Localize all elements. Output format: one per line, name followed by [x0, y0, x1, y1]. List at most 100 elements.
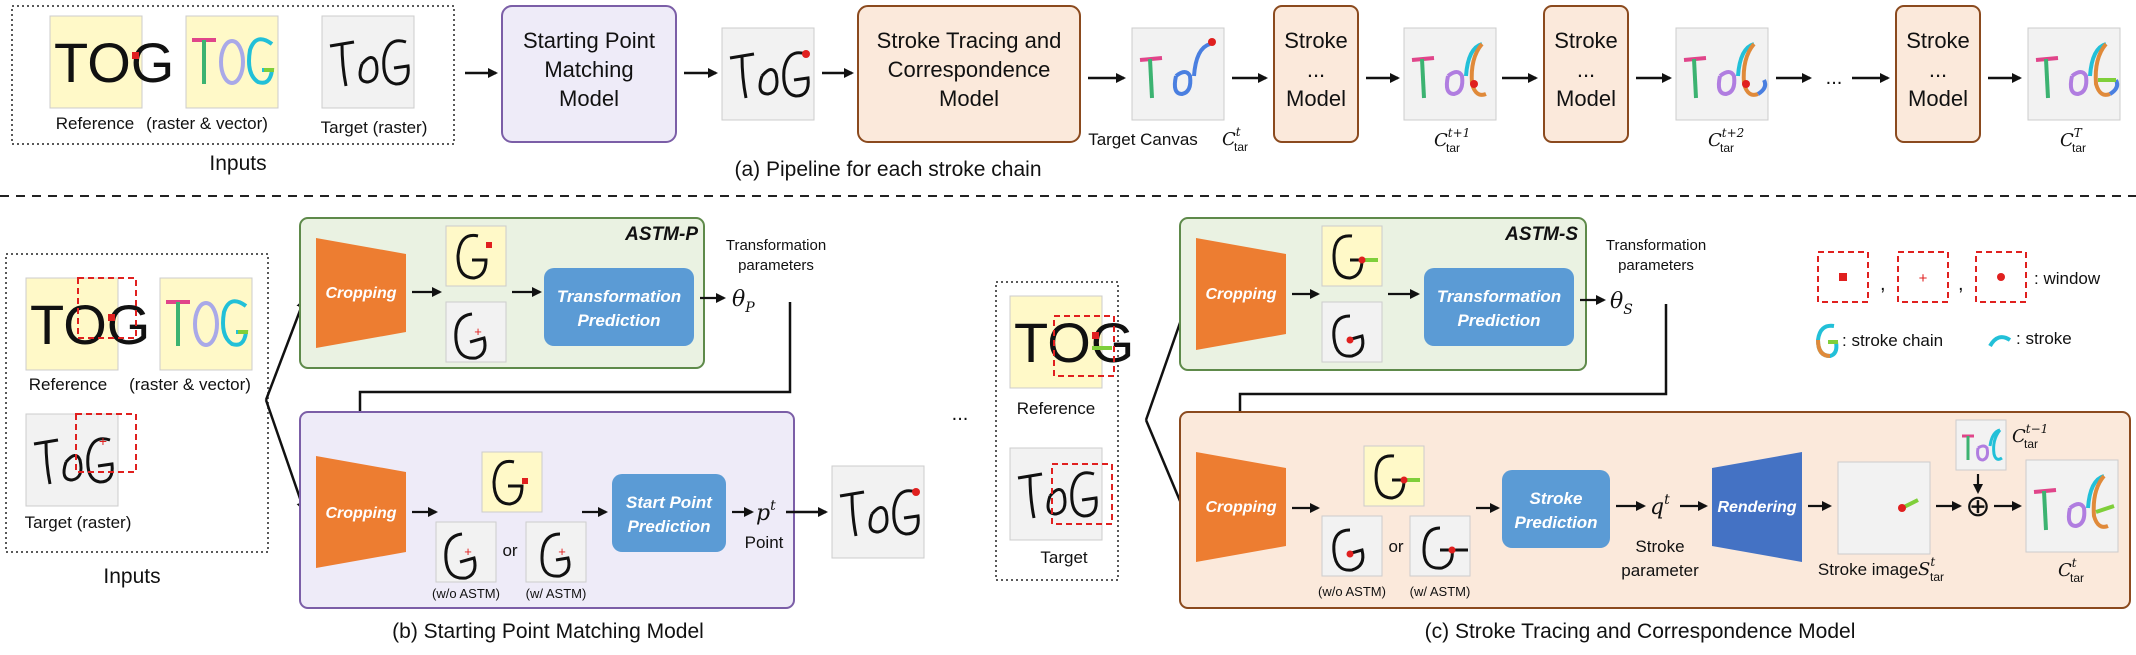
spm-inputs-label: Inputs	[103, 565, 160, 588]
stroke-image-thumb	[1837, 461, 1931, 555]
prev-canvas-sub: tar	[2024, 437, 2038, 451]
start-point-pred: Start Point Prediction	[612, 474, 726, 552]
astm-p-transform-pred: Transformation Prediction	[544, 268, 694, 346]
spm-cropping: Cropping	[316, 456, 406, 568]
spm-output-thumb	[831, 465, 925, 559]
canvas-t2-sub: tar	[1720, 141, 1734, 155]
astm-s-transform-pred: Transformation Prediction	[1424, 268, 1574, 346]
stc-caption: (c) Stroke Tracing and Correspondence Mo…	[1425, 620, 1856, 643]
inputs-box	[11, 5, 455, 145]
svg-text:Model: Model	[939, 86, 999, 111]
plus-icon: +	[1919, 270, 1928, 287]
svg-text:Transformation: Transformation	[1437, 287, 1561, 306]
legend-stroke-label: : stroke	[2016, 329, 2072, 348]
stc-tgt-crop-w	[1409, 515, 1471, 577]
canvas-t2-thumb	[1675, 27, 1769, 121]
spm-point-label: Point	[745, 533, 784, 552]
astm-s-title: ASTM-S	[1504, 224, 1578, 245]
svg-text:,: ,	[1880, 273, 1886, 295]
ref-label: Reference	[56, 114, 134, 133]
stc-theta: θS	[1610, 289, 1633, 318]
spm-target-label: Target (raster)	[25, 513, 132, 532]
astm-p-ref-crop	[445, 225, 507, 287]
astm-s-tgt-crop	[1321, 301, 1383, 363]
svg-text:Cropping: Cropping	[325, 285, 396, 302]
svg-text:Cropping: Cropping	[1205, 286, 1276, 303]
spm-lower-box	[299, 411, 795, 609]
svg-text:Cropping: Cropping	[325, 505, 396, 522]
middle-target-label: Target	[1040, 548, 1088, 567]
middle-section: ... Reference Target	[952, 281, 1191, 581]
legend-window-plus	[1897, 251, 1949, 303]
middle-ref	[1009, 295, 1135, 389]
stc-cropping: Cropping	[1196, 452, 1286, 562]
svg-text:Prediction: Prediction	[1514, 513, 1597, 532]
stc-tp-label-1: Transformation	[1606, 237, 1706, 254]
stroke-icon	[1988, 335, 2012, 348]
spm-tgt-crop-w: +	[525, 521, 587, 583]
svg-text:Stroke: Stroke	[1284, 28, 1348, 53]
svg-text:+: +	[474, 324, 482, 339]
svg-text:+: +	[464, 544, 472, 559]
astm-s-ref-crop	[1321, 225, 1383, 287]
svg-text:...: ...	[1307, 57, 1325, 82]
middle-inputs-box	[995, 281, 1119, 581]
canvas-t-sub: tar	[1234, 140, 1248, 154]
svg-text:Rendering: Rendering	[1717, 499, 1796, 516]
svg-text:Model: Model	[1286, 86, 1346, 111]
stc-w-astm: (w/ ASTM)	[1410, 584, 1471, 599]
spm-theta: θP	[732, 287, 755, 316]
square-dot-icon	[1839, 273, 1847, 281]
svg-text:Prediction: Prediction	[627, 517, 710, 536]
pipeline-caption: (a) Pipeline for each stroke chain	[735, 158, 1042, 181]
svg-text:Prediction: Prediction	[577, 311, 660, 330]
stroke-model-box-2: Stroke ... Model	[1543, 5, 1629, 143]
spm-box: Starting Point Matching Model	[501, 5, 677, 143]
spm-ref-vector	[159, 277, 253, 371]
svg-text:Cropping: Cropping	[1205, 499, 1276, 516]
middle-target	[1009, 447, 1113, 541]
out-canvas-sym: Ct	[2058, 556, 2077, 581]
svg-text:Matching: Matching	[544, 57, 633, 82]
svg-text:Model: Model	[1908, 86, 1968, 111]
out-canvas-sub: tar	[2070, 571, 2084, 585]
spm-section: Reference (raster & vector) + Target (ra…	[5, 217, 925, 643]
target-raster-thumb	[321, 15, 415, 109]
stroke-image-sub: tar	[1930, 570, 1944, 584]
svg-text:Start Point: Start Point	[626, 493, 713, 512]
canvas-t2-sym: Ct+2	[1708, 126, 1744, 151]
spm-ref-label: Reference	[29, 375, 107, 394]
svg-text:Stroke: Stroke	[1530, 489, 1583, 508]
stc-q-sym: qt	[1650, 492, 1670, 520]
circle-dot-icon	[1997, 273, 2005, 281]
target-dot-thumb	[721, 27, 815, 121]
svg-text:Stroke Tracing and: Stroke Tracing and	[877, 28, 1062, 53]
svg-text:Stroke: Stroke	[1554, 28, 1618, 53]
svg-text:Prediction: Prediction	[1457, 311, 1540, 330]
astm-p-cropping: Cropping	[316, 238, 406, 348]
spm-tgt-crop-wo: +	[435, 521, 497, 583]
svg-text:...: ...	[1577, 57, 1595, 82]
canvas-T-sub: tar	[2072, 141, 2086, 155]
stc-wo-astm: (w/o ASTM)	[1318, 584, 1386, 599]
svg-text:Model: Model	[1556, 86, 1616, 111]
prev-canvas-thumb	[1955, 419, 2007, 471]
arrow-b-up	[264, 298, 306, 401]
inputs-label: Inputs	[209, 152, 266, 175]
stc-tp-label-2: parameters	[1618, 257, 1694, 274]
spm-tp-label-1: Transformation	[726, 237, 826, 254]
stroke-model-box-1: Stroke ... Model	[1273, 5, 1359, 143]
legend-window-square	[1817, 251, 1869, 303]
rendering-block: Rendering	[1712, 452, 1802, 562]
spm-ref-crop	[481, 451, 543, 513]
svg-text:Stroke: Stroke	[1906, 28, 1970, 53]
target-canvas-label: Target Canvas	[1088, 130, 1198, 149]
legend-stroke-chain-label: : stroke chain	[1842, 331, 1943, 350]
pipeline-section: Reference (raster & vector) Target (rast…	[11, 5, 2121, 181]
stroke-model-box-3: Stroke ... Model	[1895, 5, 1981, 143]
stc-ref-crop	[1363, 445, 1425, 507]
target-raster-label: Target (raster)	[321, 118, 428, 137]
canvas-t-thumb	[1131, 27, 1225, 121]
stroke-chain-icon	[1815, 323, 1839, 359]
